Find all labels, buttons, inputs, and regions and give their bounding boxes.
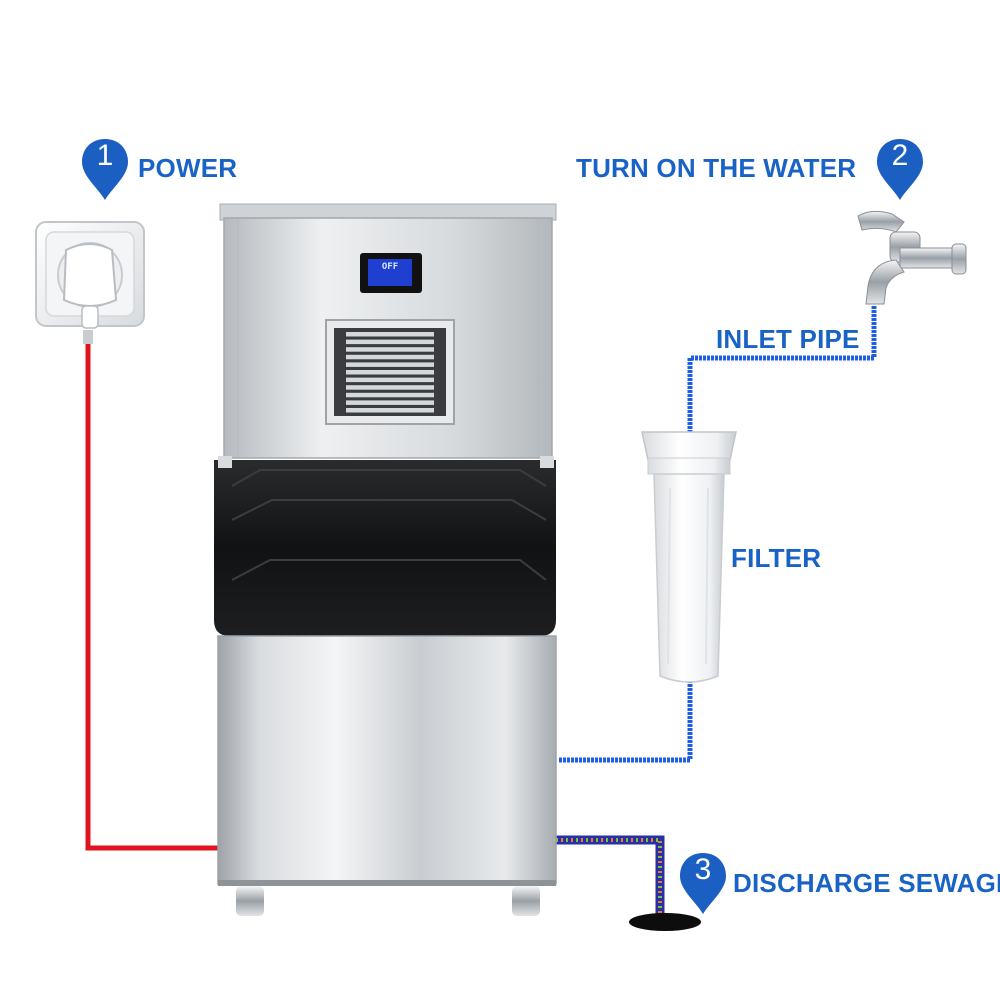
inlet-pipe-line [687, 306, 877, 432]
display-readout: OFF [381, 262, 399, 272]
vent-slat [346, 339, 434, 345]
vent-slat [346, 400, 434, 405]
label-turn-on-water: TURN ON THE WATER [576, 153, 857, 183]
vent-slat [346, 385, 434, 390]
label-filter: FILTER [731, 543, 822, 573]
foot-left [236, 886, 264, 916]
foot-right [512, 886, 540, 916]
step-marker-3: 3 [680, 850, 726, 914]
step-pin-2-shape [877, 139, 923, 200]
wall-socket [35, 221, 145, 329]
feed-pipe-line [558, 680, 693, 763]
step-number-1: 1 [96, 139, 114, 172]
floor-drain [629, 913, 701, 931]
vent-slat [346, 392, 434, 398]
power-cable [85, 342, 222, 851]
plug-cord-stub [83, 330, 93, 344]
step-pin-3-shape [680, 853, 726, 914]
vent-slat [346, 370, 434, 375]
vent-slat [346, 354, 434, 360]
vent-slat [346, 362, 434, 367]
label-inlet-pipe: INLET PIPE [716, 324, 860, 354]
vent-slat [346, 377, 434, 383]
step-marker-1: 1 [82, 136, 128, 200]
water-tap [857, 210, 967, 305]
label-power: POWER [138, 153, 238, 183]
label-discharge-sewage: DISCHARGE SEWAGE [733, 868, 1000, 898]
water-filter [641, 431, 737, 683]
vent-slat [346, 408, 434, 413]
vent-slat [346, 332, 434, 337]
drain-line [556, 835, 665, 918]
step-number-3: 3 [694, 853, 712, 886]
step-marker-2: 2 [877, 136, 923, 200]
step-number-2: 2 [891, 139, 909, 172]
step-pin-1-shape [82, 139, 128, 200]
lcd-screen [368, 259, 412, 286]
vent-slat [346, 347, 434, 352]
ice-machine [214, 203, 557, 916]
bin-door [214, 460, 556, 636]
